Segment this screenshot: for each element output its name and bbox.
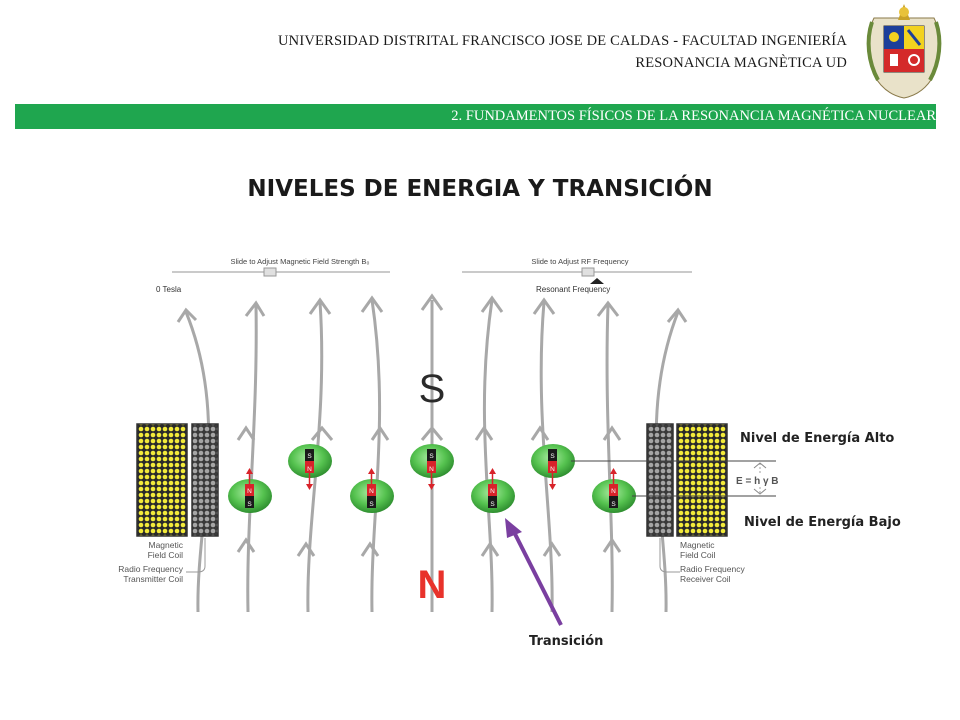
header-course: RESONANCIA MAGNÈTICA UD [635,55,847,71]
field-lines [184,299,680,613]
right-magnetic-coil [676,423,728,537]
slider-field[interactable] [172,267,390,277]
gap-down-arrow-icon [753,488,767,495]
nucleus-high-2-s: S [429,453,434,460]
left-coil-label-2: Field Coil [148,550,184,560]
left-coil-label-1: Magnetic [149,540,184,550]
nucleus-high-3-n: N [550,466,555,473]
nucleus-low-1: N S [228,468,272,513]
university-seal-icon [866,4,942,99]
right-rf-label-1: Radio Frequency [680,564,745,574]
nucleus-low-3: N S [471,468,515,513]
transition-arrow-head-icon [505,518,522,538]
label-transition: Transición [529,634,604,649]
nucleus-low-2-s: S [369,501,374,508]
slider-field-handle[interactable] [263,267,277,277]
right-coil-label-1: Magnetic [680,540,715,550]
transition-arrow [510,527,563,626]
nucleus-high-1: S N [288,444,332,490]
nucleus-high-2: S N [410,444,454,490]
left-magnetic-coil [136,423,188,537]
energy-equation: E = h γ B [736,476,779,487]
slider-rf[interactable] [462,267,692,277]
slider-rf-handle[interactable] [581,267,595,277]
nucleus-low-2-n: N [369,488,374,495]
right-rf-label-2: Receiver Coil [680,574,731,584]
nucleus-high-2-n: N [429,466,434,473]
slider-rf-marker-icon [590,278,604,284]
gap-up-arrow-icon [753,462,767,469]
nucleus-high-3: S N [531,444,575,490]
nucleus-low-4: N S [592,468,636,513]
slider-field-value: 0 Tesla [156,285,182,294]
slider-field-label: Slide to Adjust Magnetic Field Strength … [230,257,369,266]
header-institution: UNIVERSIDAD DISTRITAL FRANCISCO JOSE DE … [278,33,847,49]
nucleus-high-3-s: S [550,453,555,460]
nucleus-low-4-n: N [611,488,616,495]
nucleus-high-1-s: S [307,453,312,460]
right-coil-label-2: Field Coil [680,550,716,560]
left-rf-label-1: Radio Frequency [118,564,183,574]
left-rf-coil [191,423,219,537]
nucleus-low-2: N S [350,468,394,513]
section-title: 2. FUNDAMENTOS FÍSICOS DE LA RESONANCIA … [451,108,936,124]
pole-south: S [419,367,446,411]
label-high-energy: Nivel de Energía Alto [740,431,895,446]
label-low-energy: Nivel de Energía Bajo [744,515,901,530]
nucleus-low-3-s: S [490,501,495,508]
nucleus-low-4-s: S [611,501,616,508]
section-bar: 2. FUNDAMENTOS FÍSICOS DE LA RESONANCIA … [15,104,936,129]
slide-title: NIVELES DE ENERGIA Y TRANSICIÓN [247,176,713,202]
left-rf-label-2: Transmitter Coil [123,574,183,584]
nucleus-low-1-n: N [247,488,252,495]
nucleus-high-1-n: N [307,466,312,473]
field-line-arrow-icons [176,293,688,557]
nucleus-low-1-s: S [247,501,252,508]
slider-rf-label: Slide to Adjust RF Frequency [531,257,628,266]
right-rf-coil [646,423,674,537]
slider-rf-value: Resonant Frequency [536,285,610,294]
nucleus-low-3-n: N [490,488,495,495]
pole-north: N [418,563,447,607]
